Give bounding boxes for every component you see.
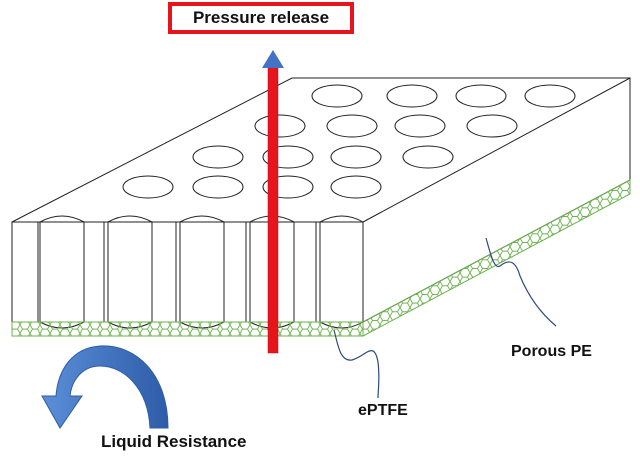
pressure-release-label: Pressure release — [168, 2, 354, 34]
eptfe-leader-line — [333, 329, 380, 399]
eptfe-front-layer — [11, 321, 364, 337]
block-front-face — [11, 221, 364, 323]
pressure-arrow — [262, 50, 284, 354]
porous-pe-label: Porous PE — [511, 343, 592, 360]
porous-pe-leader-line — [485, 237, 557, 327]
eptfe-label: ePTFE — [358, 402, 408, 419]
liquid-resistance-arrow — [41, 345, 169, 429]
porous-pe-side-layer — [362, 179, 631, 337]
liquid-resistance-label: Liquid Resistance — [101, 432, 247, 451]
